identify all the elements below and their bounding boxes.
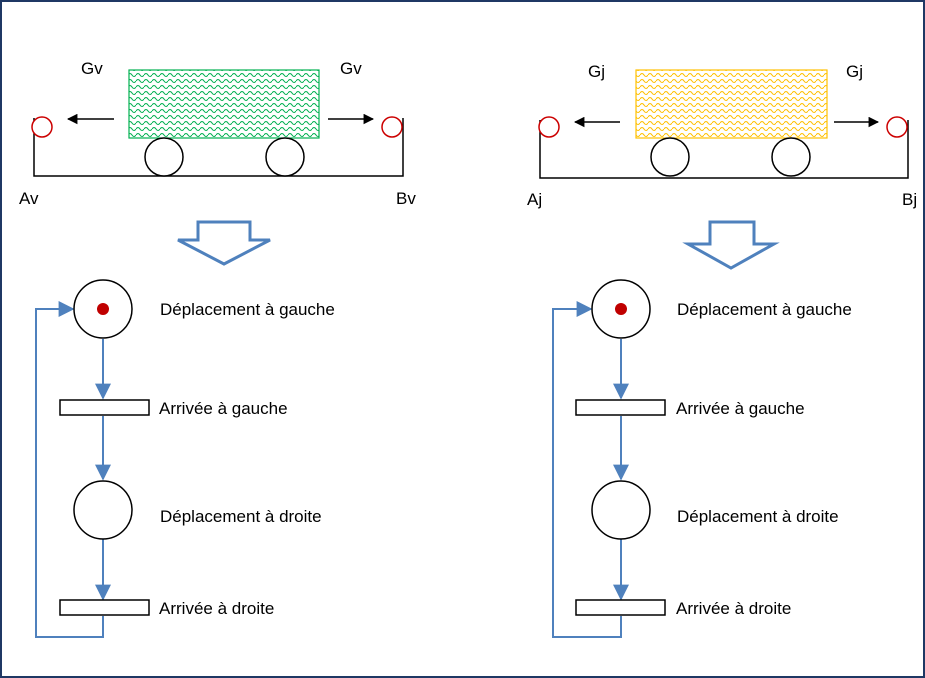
left-cart-body (128, 69, 320, 139)
right-cart-body (635, 69, 828, 139)
left-motion-left-label: Gv (81, 59, 103, 78)
left-sensor-a (31, 116, 53, 138)
right-transition-2 (575, 599, 666, 616)
right-sensor-a (538, 116, 560, 138)
left-cart-scene: Gv Gv Av Bv (19, 59, 416, 208)
right-sensor-a-label: Aj (527, 190, 542, 209)
right-transition-1-label: Arrivée à gauche (676, 399, 805, 418)
left-sensor-b-label: Bv (396, 189, 416, 208)
right-sensor-b-label: Bj (902, 190, 917, 209)
right-motion-right-label: Gj (846, 62, 863, 81)
left-sensor-b (381, 116, 403, 138)
left-arc-t2-p1-loop (35, 301, 104, 638)
right-sensor-b (886, 116, 908, 138)
right-place-1-label: Déplacement à gauche (677, 300, 852, 319)
right-place-1-token (615, 303, 627, 315)
left-transition-1-label: Arrivée à gauche (159, 399, 288, 418)
left-motion-right-label: Gv (340, 59, 362, 78)
right-cart-scene: Gj Gj Aj Bj (527, 62, 917, 209)
right-panel: Gj Gj Aj Bj Déplacement à gauche Arrivée… (527, 62, 917, 638)
left-place-1-label: Déplacement à gauche (160, 300, 335, 319)
right-petri-net: Déplacement à gauche Arrivée à gauche Dé… (552, 279, 852, 638)
left-panel: Gv Gv Av Bv Déplacement à gauche Arrivée… (19, 59, 416, 638)
right-down-arrow (682, 220, 780, 270)
right-transition-2-label: Arrivée à droite (676, 599, 791, 618)
left-cart-wheel-2 (265, 137, 305, 177)
left-transition-1 (59, 399, 150, 416)
left-place-1-token (97, 303, 109, 315)
right-cart-wheel-1 (650, 137, 690, 177)
left-track (33, 118, 404, 177)
right-track (539, 120, 909, 179)
right-motion-left-label: Gj (588, 62, 605, 81)
left-place-2-label: Déplacement à droite (160, 507, 322, 526)
right-place-2-label: Déplacement à droite (677, 507, 839, 526)
right-transition-1 (575, 399, 666, 416)
right-place-2 (591, 480, 651, 540)
right-arc-t2-p1-loop (552, 301, 622, 638)
left-down-arrow (177, 220, 271, 266)
left-petri-net: Déplacement à gauche Arrivée à gauche Dé… (35, 279, 335, 638)
left-sensor-a-label: Av (19, 189, 39, 208)
left-transition-2 (59, 599, 150, 616)
left-place-2 (73, 480, 133, 540)
right-cart-wheel-2 (771, 137, 811, 177)
left-transition-2-label: Arrivée à droite (159, 599, 274, 618)
left-cart-wheel-1 (144, 137, 184, 177)
